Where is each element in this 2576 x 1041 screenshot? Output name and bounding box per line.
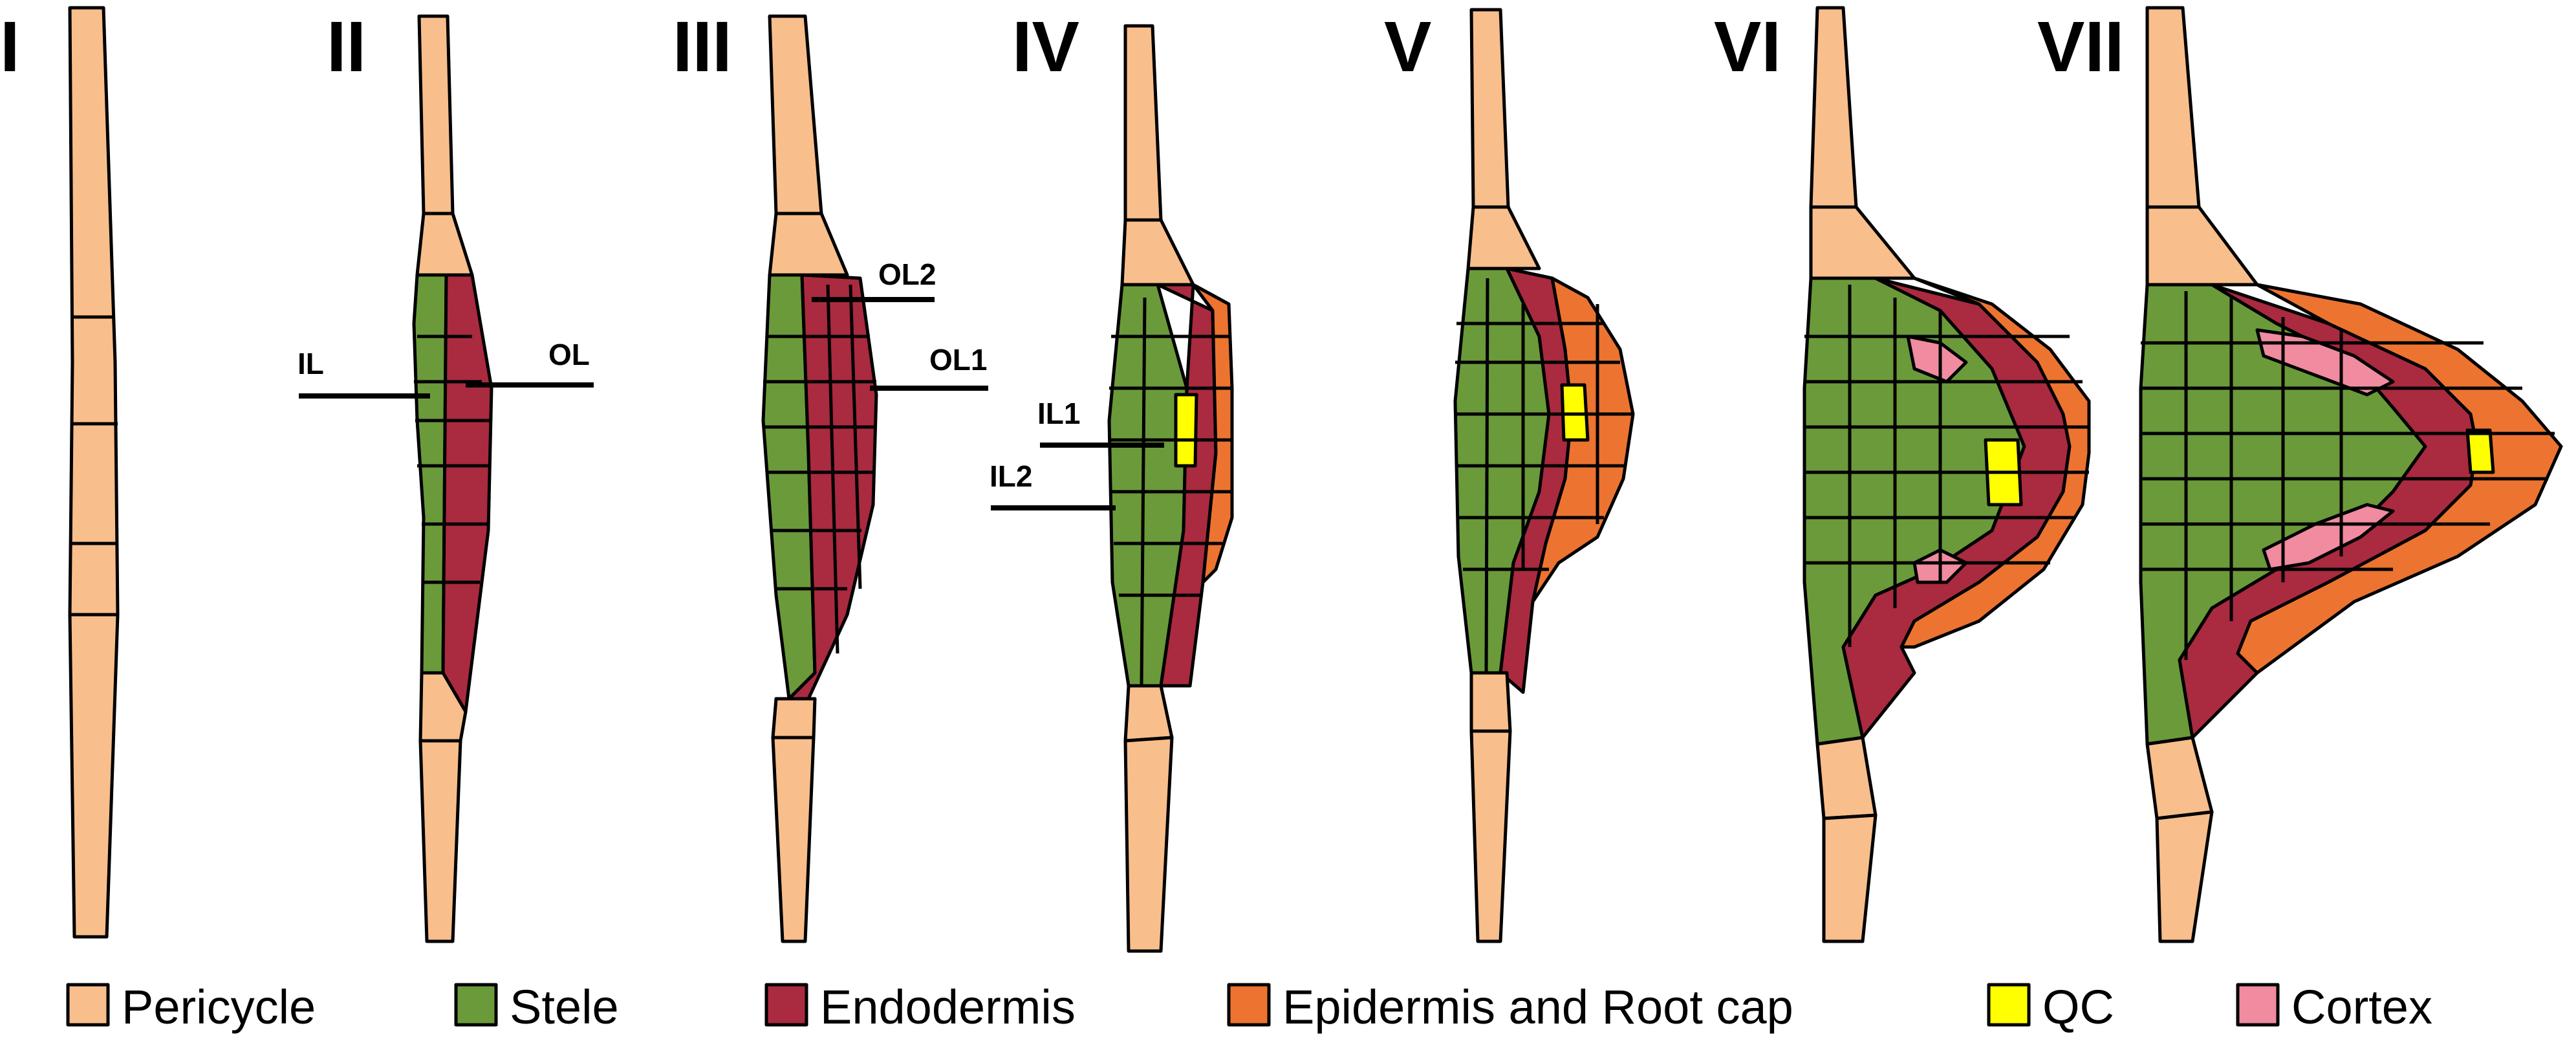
annotation-ol2: OL2 [878, 258, 936, 291]
annotation-il1: IL1 [1037, 397, 1080, 430]
annotation-ol1: OL1 [929, 343, 987, 377]
stage-label-5: V [1384, 7, 1431, 87]
legend-swatch-epidermis-root-cap [1227, 983, 1271, 1027]
stage-6-primordium [1802, 6, 2091, 943]
annotation-il2: IL2 [990, 459, 1032, 493]
legend-swatch-qc [1987, 983, 2031, 1027]
legend-swatch-pericycle [66, 983, 110, 1027]
stage-7-primordium [2139, 6, 2563, 943]
legend-swatch-stele [454, 983, 498, 1027]
stage-3-primordium [761, 14, 988, 943]
annotation-ol: OL [548, 338, 590, 371]
stage-label-1: I [0, 7, 20, 87]
legend: Pericycle Stele Endodermis Epidermis and… [66, 980, 2432, 1034]
legend-label-epidermis-root-cap: Epidermis and Root cap [1283, 980, 1793, 1034]
stage-4-primordium [991, 24, 1234, 953]
stage-1-primordium [68, 6, 120, 939]
legend-label-qc: QC [2042, 980, 2114, 1034]
stage-label-3: III [673, 7, 732, 87]
legend-label-cortex: Cortex [2291, 980, 2432, 1034]
legend-swatch-endodermis [764, 983, 808, 1027]
legend-swatch-cortex [2236, 983, 2280, 1027]
legend-label-pericycle: Pericycle [122, 980, 316, 1034]
stage-5-primordium [1453, 8, 1635, 943]
annotation-il: IL [298, 347, 324, 380]
stage-2-primordium [299, 14, 594, 943]
stage-label-6: VI [1714, 7, 1781, 87]
stage-label-7: VII [2037, 7, 2125, 87]
legend-label-stele: Stele [510, 980, 619, 1034]
stage-label-2: II [327, 7, 366, 87]
legend-label-endodermis: Endodermis [820, 980, 1076, 1034]
stage-label-4: IV [1012, 7, 1079, 87]
